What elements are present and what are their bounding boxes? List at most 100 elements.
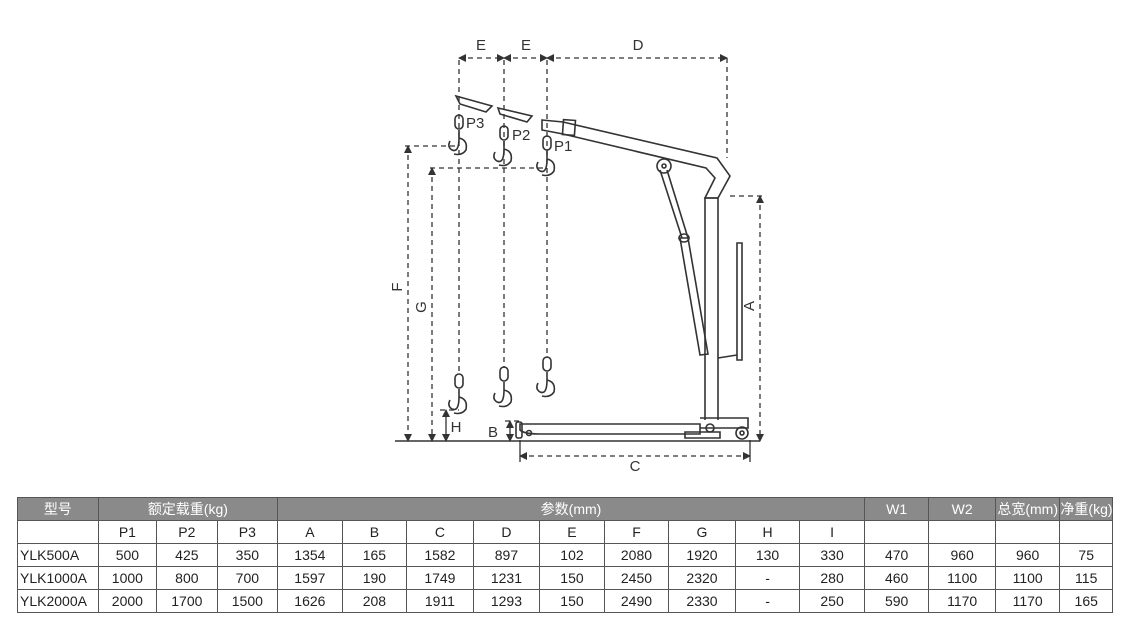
sub-header-p2: P2 xyxy=(156,520,218,544)
table-cell: 1100 xyxy=(928,566,996,590)
header-total-width: 总宽(mm) xyxy=(994,497,1061,521)
dim-label-e1: E xyxy=(476,37,486,54)
table-sub-header-row: P1 P2 P3 A B C D E F G H I xyxy=(17,520,1113,544)
table-cell: 1170 xyxy=(994,589,1061,613)
hook-p1-bottom xyxy=(536,356,556,398)
crane-dimension-diagram: E E D F G H B A C P3 P2 P1 xyxy=(389,37,765,475)
table-cell: 208 xyxy=(341,589,408,613)
table-cell: 102 xyxy=(539,543,605,567)
table-cell: 1170 xyxy=(928,589,996,613)
table-cell: 700 xyxy=(216,566,279,590)
table-cell: 1100 xyxy=(994,566,1061,590)
sub-header-d: D xyxy=(472,520,541,544)
table-cell: 1354 xyxy=(277,543,343,567)
table-cell: 1293 xyxy=(472,589,541,613)
table-cell: 1911 xyxy=(406,589,474,613)
table-cell: 960 xyxy=(994,543,1061,567)
table-cell: 2320 xyxy=(668,566,736,590)
model-cell: YLK1000A xyxy=(17,566,99,590)
table-cell: 2450 xyxy=(603,566,670,590)
sub-header-blank xyxy=(1059,520,1113,544)
header-net-weight: 净重(kg) xyxy=(1059,497,1113,521)
table-cell: 897 xyxy=(472,543,541,567)
sub-header-e: E xyxy=(539,520,605,544)
hook-p2-bottom xyxy=(493,366,513,408)
table-cell: 330 xyxy=(799,543,865,567)
hooks xyxy=(448,114,556,415)
sub-header-blank xyxy=(994,520,1061,544)
dim-label-b: B xyxy=(488,424,498,441)
table-cell: 75 xyxy=(1059,543,1113,567)
table-group-header-row: 型号 额定载重(kg) 参数(mm) W1 W2 总宽(mm) 净重(kg) xyxy=(17,497,1113,521)
dim-label-f: F xyxy=(389,282,406,291)
table-cell: 190 xyxy=(341,566,408,590)
sub-header-a: A xyxy=(277,520,343,544)
table-cell: 150 xyxy=(539,566,605,590)
dim-label-d: D xyxy=(633,37,644,54)
table-cell: 130 xyxy=(734,543,801,567)
sub-header-blank xyxy=(863,520,930,544)
table-cell: 1000 xyxy=(97,566,158,590)
table-cell: 500 xyxy=(97,543,158,567)
dim-label-g: G xyxy=(413,301,430,313)
table-cell: 960 xyxy=(928,543,996,567)
table-cell: 2080 xyxy=(603,543,670,567)
model-cell: YLK2000A xyxy=(17,589,99,613)
header-w1: W1 xyxy=(863,497,930,521)
table-cell: - xyxy=(734,566,801,590)
sub-header-b: B xyxy=(341,520,408,544)
table-cell: 590 xyxy=(863,589,930,613)
sub-header-f: F xyxy=(603,520,670,544)
header-w2: W2 xyxy=(928,497,996,521)
table-cell: 165 xyxy=(1059,589,1113,613)
table-cell: 1597 xyxy=(277,566,343,590)
table-cell: 470 xyxy=(863,543,930,567)
table-cell: 1749 xyxy=(406,566,474,590)
table-cell: 150 xyxy=(539,589,605,613)
dim-label-h: H xyxy=(451,419,462,436)
table-cell: 1231 xyxy=(472,566,541,590)
table-cell: 1700 xyxy=(156,589,218,613)
table-cell: 1582 xyxy=(406,543,474,567)
dim-label-a: A xyxy=(741,301,758,311)
hook-p3-top xyxy=(448,114,468,156)
header-parameters: 参数(mm) xyxy=(277,497,865,521)
specification-table: 型号 额定载重(kg) 参数(mm) W1 W2 总宽(mm) 净重(kg) P… xyxy=(17,497,1113,613)
hook-p1-top xyxy=(536,135,556,177)
sub-header-i: I xyxy=(799,520,865,544)
position-label-p2: P2 xyxy=(512,127,530,144)
sub-header-c: C xyxy=(406,520,474,544)
sub-header-p1: P1 xyxy=(97,520,158,544)
table-cell: 1920 xyxy=(668,543,736,567)
position-label-p3: P3 xyxy=(466,115,484,132)
table-cell: 425 xyxy=(156,543,218,567)
table-cell: 2330 xyxy=(668,589,736,613)
table-cell: 800 xyxy=(156,566,218,590)
table-cell: 250 xyxy=(799,589,865,613)
table-cell: 115 xyxy=(1059,566,1113,590)
table-cell: 350 xyxy=(216,543,279,567)
dim-label-c: C xyxy=(630,458,641,475)
sub-header-p3: P3 xyxy=(216,520,279,544)
table-cell: 460 xyxy=(863,566,930,590)
model-cell: YLK500A xyxy=(17,543,99,567)
table-cell: - xyxy=(734,589,801,613)
table-cell: 2490 xyxy=(603,589,670,613)
crane-body xyxy=(454,94,749,440)
table-cell: 165 xyxy=(341,543,408,567)
dim-label-e2: E xyxy=(521,37,531,54)
sub-header-h: H xyxy=(734,520,801,544)
table-cell: 1500 xyxy=(216,589,279,613)
sub-header-g: G xyxy=(668,520,736,544)
header-rated-load: 额定载重(kg) xyxy=(97,497,279,521)
table-cell: 280 xyxy=(799,566,865,590)
sub-header-blank xyxy=(928,520,996,544)
sub-header-blank xyxy=(17,520,99,544)
position-label-p1: P1 xyxy=(554,138,572,155)
hook-p2-top xyxy=(493,125,513,167)
table-cell: 1626 xyxy=(277,589,343,613)
